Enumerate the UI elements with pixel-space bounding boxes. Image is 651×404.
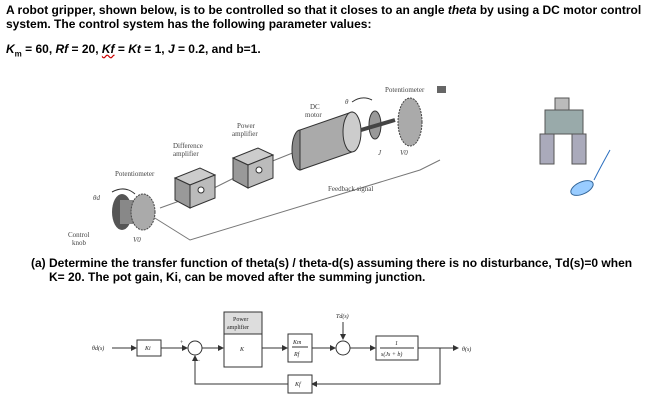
left-potentiometer-disc: [130, 193, 156, 231]
intro-text-1: A robot gripper, shown below, is to be c…: [6, 3, 448, 17]
param-kf-value: =: [114, 42, 129, 56]
param-rf: Rf: [55, 42, 69, 56]
label-power-amplifier: amplifier: [232, 130, 258, 138]
right-potentiometer-disc: [397, 97, 423, 147]
question-text: Determine the transfer function of theta…: [49, 256, 633, 284]
diff-amp-terminal: [197, 186, 205, 194]
label-inertia-j: J: [378, 149, 382, 157]
label-difference-amplifier: amplifier: [173, 150, 199, 158]
param-km: K: [6, 42, 15, 56]
label-motor: motor: [305, 111, 322, 119]
label-power: Power: [237, 122, 256, 130]
problem-intro: A robot gripper, shown below, is to be c…: [6, 3, 646, 31]
param-rf-value: = 20,: [68, 42, 102, 56]
motor-shaft: [360, 118, 396, 132]
param-kt: Kt: [128, 42, 141, 56]
gripper-mount: [554, 97, 570, 111]
param-kt-value: = 1,: [140, 42, 168, 56]
label-knob: knob: [72, 239, 87, 247]
gripper-finger-right: [571, 133, 587, 165]
label-control: Control: [68, 231, 89, 239]
intro-theta: theta: [447, 3, 477, 17]
label-feedback-signal: Feedback signal: [328, 185, 373, 193]
gripper-finger-left: [539, 133, 555, 165]
intro-text-2: by using a DC motor control system. The …: [6, 3, 642, 31]
power-amp-terminal: [255, 166, 263, 174]
feedback-wire: [149, 159, 441, 241]
question-label: (a): [31, 256, 46, 270]
potentiometer-tag: [437, 86, 446, 93]
knob-rotation-arrow: [111, 188, 136, 195]
parameter-values: Km = 60, Rf = 20, Kf = Kt = 1, J = 0.2, …: [6, 42, 261, 58]
motor-front: [342, 111, 362, 153]
label-dc: DC: [310, 103, 320, 111]
param-km-sub: m: [14, 49, 22, 59]
label-potentiometer-right: Potentiometer: [385, 86, 425, 94]
gripped-object: [570, 180, 594, 196]
label-v0-left: V0: [133, 236, 141, 244]
label-theta: θ: [345, 98, 349, 106]
label-theta-d: θd: [93, 194, 100, 202]
param-km-value: = 60,: [21, 42, 56, 56]
gripper-body: [544, 109, 584, 135]
gripper-arrow: [593, 149, 611, 181]
param-j-value: = 0.2, and b=1.: [174, 42, 261, 56]
label-potentiometer-left: Potentiometer: [115, 170, 155, 178]
label-v0-right: V0: [400, 149, 408, 157]
param-kf: Kf: [101, 42, 115, 56]
label-difference: Difference: [173, 142, 203, 150]
param-j: J: [167, 42, 175, 56]
theta-arrow: [351, 97, 373, 103]
